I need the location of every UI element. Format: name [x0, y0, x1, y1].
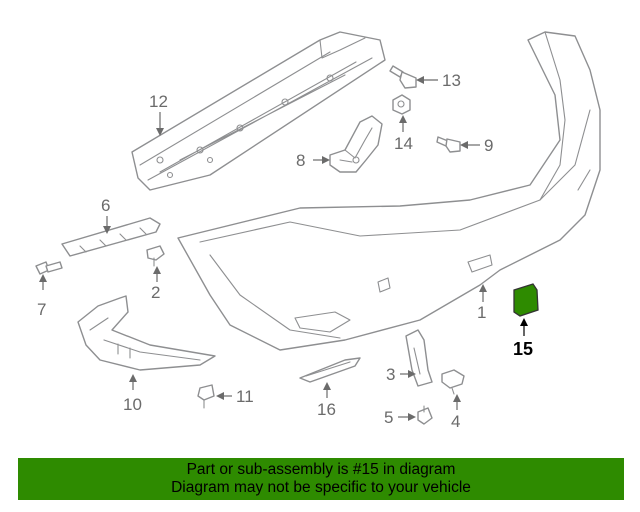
callout-5: 5 [384, 408, 416, 427]
banner-line-1: Part or sub-assembly is #15 in diagram [186, 461, 456, 478]
part-8-bracket[interactable] [329, 115, 383, 173]
callout-10: 10 [123, 374, 142, 414]
callout-4-label: 4 [451, 412, 460, 431]
part-16-reflector[interactable] [299, 357, 361, 383]
callout-11-label: 11 [236, 387, 254, 406]
callout-15: 15 [513, 318, 533, 359]
callout-5-label: 5 [384, 408, 393, 427]
callout-14-label: 14 [394, 134, 413, 153]
parts-diagram: 12 13 14 9 8 [35, 31, 601, 431]
callout-7-label: 7 [37, 300, 46, 319]
info-banner: Part or sub-assembly is #15 in diagram D… [18, 458, 624, 500]
callout-9: 9 [460, 136, 493, 155]
callout-8-label: 8 [296, 151, 305, 170]
callout-7: 7 [37, 274, 47, 319]
part-1-bumper-cover[interactable] [177, 31, 601, 351]
callout-6-label: 6 [101, 196, 110, 215]
callout-13: 13 [416, 71, 461, 90]
part-2-clip[interactable] [146, 245, 165, 267]
callout-6: 6 [101, 196, 111, 234]
callout-9-label: 9 [484, 136, 493, 155]
callout-14: 14 [394, 115, 413, 153]
callout-10-label: 10 [123, 395, 142, 414]
part-11-bolt[interactable] [197, 384, 215, 409]
part-15-cover[interactable] [513, 283, 539, 317]
callout-3: 3 [386, 365, 416, 384]
callout-3-label: 3 [386, 365, 395, 384]
part-10-side-bracket[interactable] [77, 295, 216, 371]
part-14-nut[interactable] [392, 94, 411, 115]
callout-16-label: 16 [317, 400, 336, 419]
callout-11: 11 [216, 387, 254, 406]
callout-15-label: 15 [513, 339, 533, 359]
part-13-bolt[interactable] [389, 65, 417, 89]
callout-1: 1 [477, 284, 487, 322]
callout-12-label: 12 [149, 92, 168, 111]
callout-13-label: 13 [442, 71, 461, 90]
callout-2-label: 2 [151, 283, 160, 302]
part-3-support-bracket[interactable] [405, 329, 433, 387]
part-7-push-pin[interactable] [35, 261, 63, 275]
callout-8: 8 [296, 151, 330, 170]
callout-4: 4 [451, 394, 461, 431]
part-9-screw[interactable] [436, 136, 461, 153]
part-5-bolt[interactable] [417, 405, 433, 425]
part-6-bracket[interactable] [61, 217, 161, 257]
banner-line-2: Diagram may not be specific to your vehi… [171, 479, 471, 496]
callout-16: 16 [317, 382, 336, 419]
callout-12: 12 [149, 92, 168, 136]
callout-1-label: 1 [477, 303, 486, 322]
part-4-grommet[interactable] [441, 369, 465, 395]
callout-2: 2 [151, 266, 161, 302]
part-12-reinforcement-beam[interactable] [131, 31, 386, 191]
